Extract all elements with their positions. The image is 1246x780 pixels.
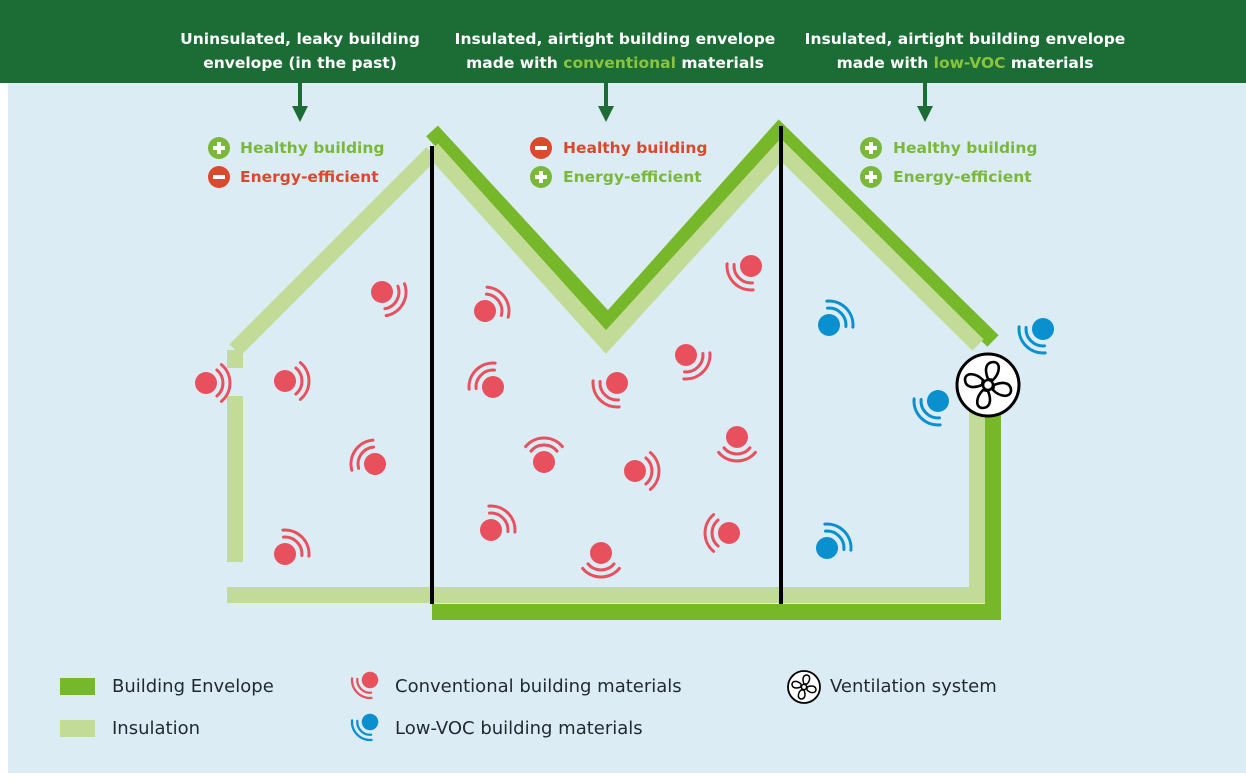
column-2-header: Insulated, airtight building envelope ma… [430, 27, 800, 75]
conventional-emission-icon [703, 513, 740, 553]
column-1-header-line1: Uninsulated, leaky building [180, 30, 420, 48]
col2-energy-label: Energy-efficient [563, 168, 702, 186]
col2-healthy-label: Healthy building [563, 139, 708, 157]
conventional-emission-icon [591, 372, 628, 409]
legend-envelope-label: Building Envelope [112, 676, 274, 697]
conventional-emission-icon [274, 361, 311, 401]
column-1-header-line2: envelope (in the past) [203, 54, 397, 72]
col3-healthy-plus-circle-icon [860, 137, 882, 159]
low-voc-emission-icon [1017, 318, 1054, 355]
legend-insulation-swatch [60, 720, 95, 737]
column-3-header-highlight: low-VOC [933, 54, 1006, 72]
column-2-header-line2: made with conventional materials [430, 51, 800, 75]
column-2-header-line1: Insulated, airtight building envelope [454, 30, 776, 48]
material-emitters [195, 255, 1054, 579]
conventional-emission-icon [717, 426, 757, 463]
insulation [227, 138, 985, 603]
col1-energy-label: Energy-efficient [240, 168, 379, 186]
col2-healthy-minus-circle-icon [530, 137, 552, 159]
column-1-header: Uninsulated, leaky building envelope (in… [130, 27, 470, 75]
arrow-column-1 [292, 80, 308, 122]
legend-ventilation-label: Ventilation system [830, 676, 997, 697]
low-voc-emission-icon [912, 390, 949, 427]
legend-envelope-swatch [60, 678, 95, 695]
header-banner [0, 0, 1246, 83]
insulation-left-roof [229, 147, 438, 356]
conventional-emission-icon [474, 285, 511, 322]
low-voc-emission-icon [816, 522, 853, 559]
legend-low-voc-label: Low-VOC building materials [395, 718, 643, 739]
envelope-wall-right [432, 410, 1001, 620]
conventional-emission-icon [725, 255, 762, 292]
status-icons [208, 137, 882, 188]
legend-fan-icon [787, 670, 821, 704]
conventional-emission-icon [624, 451, 661, 491]
legend-low-voc-emitter [350, 713, 379, 742]
col3-energy-label: Energy-efficient [893, 168, 1032, 186]
insulation-roof [426, 138, 984, 354]
conventional-emission-icon [480, 504, 517, 541]
column-3-header-line2: made with low-VOC materials [780, 51, 1150, 75]
conventional-emission-icon [195, 363, 232, 403]
column-dividers [430, 126, 783, 604]
legend-conventional-label: Conventional building materials [395, 676, 682, 697]
conventional-emission-icon [349, 438, 386, 475]
conventional-emission-icon [524, 436, 564, 473]
arrow-column-2 [598, 80, 614, 122]
column-3-header-line1: Insulated, airtight building envelope [804, 30, 1126, 48]
legend [60, 670, 821, 742]
legend-insulation-label: Insulation [112, 718, 201, 739]
arrow-column-3 [917, 80, 933, 122]
legend-conventional-emission-icon [350, 671, 379, 700]
header-arrows [292, 80, 933, 122]
conventional-emission-icon [675, 344, 712, 381]
col1-healthy-label: Healthy building [240, 139, 385, 157]
col2-energy-plus-circle-icon [530, 166, 552, 188]
ventilation-fan-icon [955, 352, 1021, 418]
low-voc-emission-icon [818, 299, 855, 336]
insulation-wall-right [432, 405, 985, 603]
col3-energy-plus-circle-icon [860, 166, 882, 188]
column-3-header-suffix: materials [1005, 54, 1094, 72]
conventional-emission-icon [581, 542, 621, 579]
conventional-emission-icon [467, 361, 504, 398]
column-2-header-suffix: materials [675, 54, 764, 72]
col1-energy-minus-circle-icon [208, 166, 230, 188]
envelope-roof [426, 119, 999, 347]
column-2-header-prefix: made with [466, 54, 564, 72]
legend-low-voc-emission-icon [350, 713, 379, 742]
col1-healthy-plus-circle-icon [208, 137, 230, 159]
legend-conventional-emitter [350, 671, 379, 700]
column-2-header-highlight: conventional [563, 54, 676, 72]
column-3-header-prefix: made with [836, 54, 934, 72]
col3-healthy-label: Healthy building [893, 139, 1038, 157]
conventional-emission-icon [371, 281, 408, 318]
building-envelope [426, 119, 1001, 620]
column-3-header: Insulated, airtight building envelope ma… [780, 27, 1150, 75]
conventional-emission-icon [274, 528, 311, 565]
